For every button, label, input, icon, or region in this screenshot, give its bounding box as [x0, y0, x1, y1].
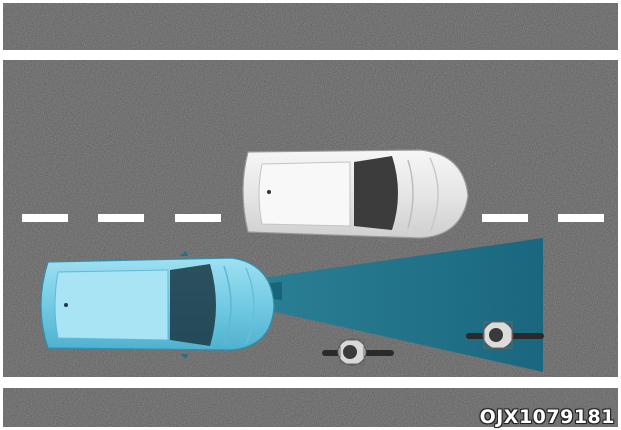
figure-code: OJX1079181	[480, 406, 615, 428]
lane-line-top	[3, 50, 618, 60]
ego-vehicle-icon	[41, 251, 274, 359]
lane-line-bottom	[3, 377, 618, 388]
vehicle-ahead-icon	[243, 142, 468, 244]
